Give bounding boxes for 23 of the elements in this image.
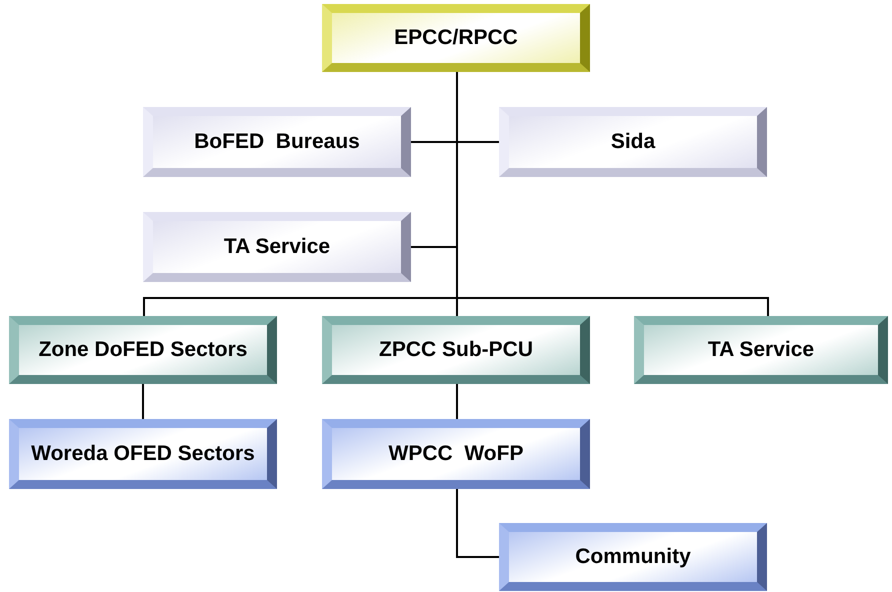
box-label: TA Service xyxy=(224,235,330,259)
process-box xyxy=(143,212,411,282)
connector-line xyxy=(142,384,144,419)
process-box xyxy=(9,419,277,489)
process-box xyxy=(9,316,277,384)
connector-line xyxy=(456,489,499,558)
box-label: BoFED Bureaus xyxy=(194,130,360,154)
process-box xyxy=(499,523,767,591)
box-label: WPCC WoFP xyxy=(388,442,524,466)
process-box xyxy=(322,4,590,72)
process-box xyxy=(499,107,767,177)
box-label: Zone DoFED Sectors xyxy=(38,338,248,362)
box-label: Sida xyxy=(610,130,656,154)
box-label: TA Service xyxy=(708,338,814,362)
process-box xyxy=(322,316,590,384)
process-box xyxy=(322,419,590,489)
box-label: EPCC/RPCC xyxy=(394,26,518,50)
box-label: Woreda OFED Sectors xyxy=(31,442,255,466)
box-label: ZPCC Sub-PCU xyxy=(379,338,533,362)
process-box xyxy=(143,107,411,177)
process-box xyxy=(634,316,888,384)
connector-line xyxy=(456,384,458,419)
box-label: Community xyxy=(575,545,691,569)
